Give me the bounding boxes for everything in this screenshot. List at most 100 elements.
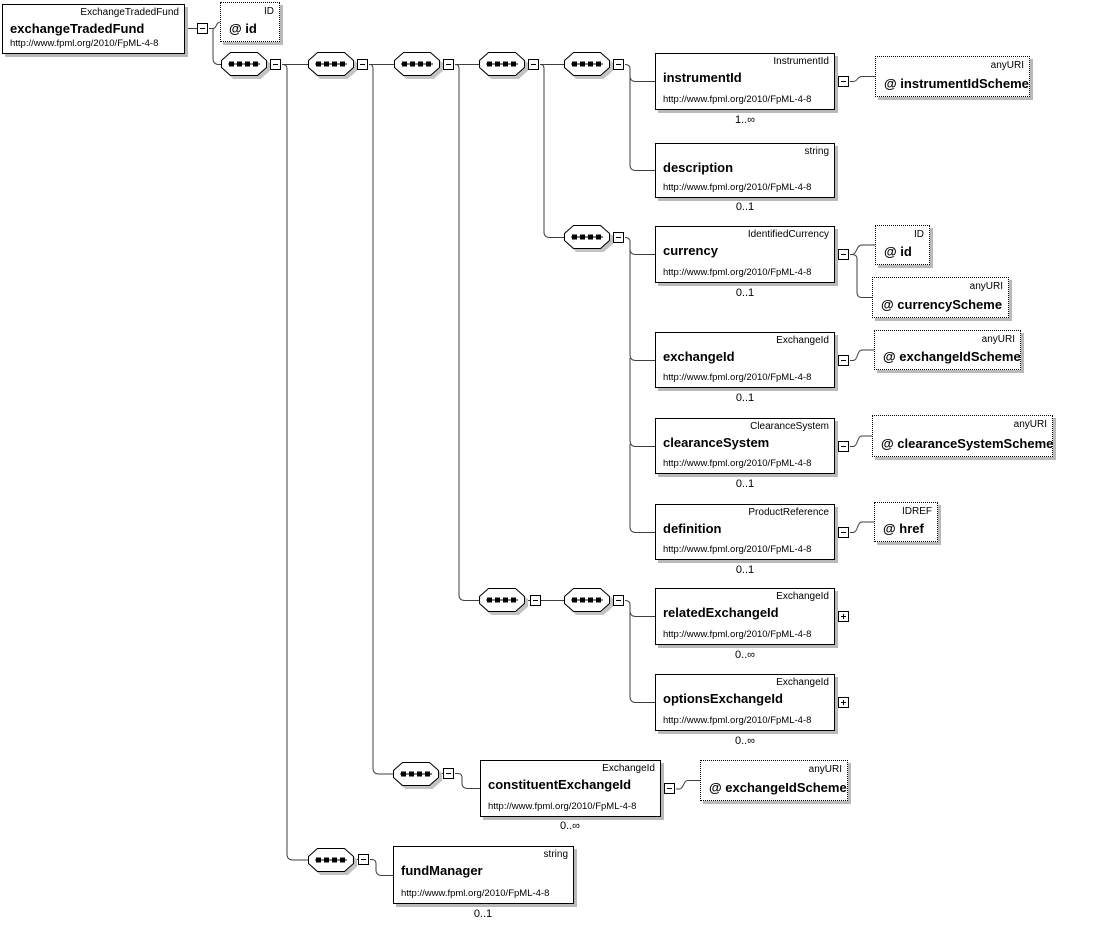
collapse-toggle-constituent[interactable] (443, 768, 454, 779)
attribute-box-currencyScheme[interactable]: anyURI @ currencyScheme (872, 277, 1009, 318)
minus-icon (446, 773, 451, 774)
attribute-type-label: IDREF (902, 506, 932, 517)
attribute-name: @ href (883, 521, 924, 536)
element-box-relatedExchangeId[interactable]: ExchangeId relatedExchangeId http://www.… (655, 588, 835, 645)
minus-icon (531, 64, 536, 65)
cardinality-label: 0..1 (735, 201, 755, 213)
element-name: instrumentId (663, 70, 742, 85)
collapse-toggle-fundManager[interactable] (358, 854, 369, 865)
attribute-box-exchangeIdScheme[interactable]: anyURI @ exchangeIdScheme (874, 330, 1021, 370)
element-namespace: http://www.fpml.org/2010/FpML-4-8 (401, 888, 550, 899)
collapse-toggle-related-a[interactable] (530, 595, 541, 606)
attribute-box-constituent-exchangeIdScheme[interactable]: anyURI @ exchangeIdScheme (700, 760, 848, 801)
cardinality-label: 0..1 (735, 392, 755, 404)
attribute-type-label: anyURI (808, 764, 842, 775)
sequence-icon (479, 588, 525, 612)
collapse-toggle-related-b[interactable] (613, 595, 624, 606)
collapse-toggle-seq-currency[interactable] (613, 232, 624, 243)
attribute-box-clearanceSystemScheme[interactable]: anyURI @ clearanceSystemScheme (872, 415, 1053, 457)
attribute-type-label: anyURI (990, 60, 1024, 71)
minus-icon (446, 64, 451, 65)
element-type-label: ExchangeTradedFund (80, 7, 179, 18)
element-box-exchangeId[interactable]: ExchangeId exchangeId http://www.fpml.or… (655, 332, 835, 388)
sequence-icon (308, 52, 354, 76)
sequence-compositor-2[interactable] (308, 52, 354, 76)
element-namespace: http://www.fpml.org/2010/FpML-4-8 (663, 715, 812, 726)
element-box-fundManager[interactable]: string fundManager http://www.fpml.org/2… (393, 846, 574, 904)
attribute-name: @ id (229, 21, 257, 36)
element-name: definition (663, 521, 722, 536)
sequence-icon (394, 52, 440, 76)
collapse-toggle-instrumentId-attrs[interactable] (838, 76, 849, 87)
minus-icon (533, 600, 538, 601)
collapse-toggle-definition-attrs[interactable] (838, 527, 849, 538)
attribute-name: @ clearanceSystemScheme (881, 436, 1054, 451)
element-type-label: string (804, 146, 829, 157)
element-box-definition[interactable]: ProductReference definition http://www.f… (655, 504, 835, 560)
sequence-compositor-4[interactable] (479, 52, 525, 76)
element-box-optionsExchangeId[interactable]: ExchangeId optionsExchangeId http://www.… (655, 674, 835, 731)
sequence-icon (221, 52, 267, 76)
collapse-toggle-root[interactable] (197, 23, 208, 34)
cardinality-label: 0..1 (735, 478, 755, 490)
collapse-toggle-seq1[interactable] (270, 59, 281, 70)
collapse-toggle-constituent-attrs[interactable] (664, 783, 675, 794)
attribute-type-label: ID (264, 6, 274, 17)
element-namespace: http://www.fpml.org/2010/FpML-4-8 (663, 544, 812, 555)
plus-icon-vertical (843, 700, 844, 705)
collapse-toggle-seq5[interactable] (613, 59, 624, 70)
sequence-compositor-currency[interactable] (564, 225, 610, 249)
cardinality-label: 0..1 (735, 564, 755, 576)
collapse-toggle-seq3[interactable] (443, 59, 454, 70)
attribute-name: @ exchangeIdScheme (883, 349, 1021, 364)
expand-toggle-optionsExchangeId[interactable] (838, 697, 849, 708)
element-namespace: http://www.fpml.org/2010/FpML-4-8 (663, 458, 812, 469)
collapse-toggle-seq2[interactable] (357, 59, 368, 70)
element-box-constituentExchangeId[interactable]: ExchangeId constituentExchangeId http://… (480, 760, 661, 817)
collapse-toggle-clearanceSystem-attrs[interactable] (838, 441, 849, 452)
element-type-label: ClearanceSystem (750, 421, 829, 432)
sequence-compositor-constituent[interactable] (393, 762, 439, 786)
element-type-label: ExchangeId (602, 763, 655, 774)
sequence-icon (479, 52, 525, 76)
collapse-toggle-seq4[interactable] (528, 59, 539, 70)
element-type-label: string (543, 849, 568, 860)
sequence-compositor-5[interactable] (564, 52, 610, 76)
attribute-name: @ currencyScheme (881, 297, 1003, 312)
element-box-description[interactable]: string description http://www.fpml.org/2… (655, 143, 835, 198)
expand-toggle-relatedExchangeId[interactable] (838, 611, 849, 622)
element-namespace: http://www.fpml.org/2010/FpML-4-8 (10, 38, 159, 49)
attribute-name: @ exchangeIdScheme (709, 780, 847, 795)
minus-icon (841, 446, 846, 447)
attribute-box-id[interactable]: ID @ id (220, 2, 280, 42)
minus-icon (616, 237, 621, 238)
sequence-compositor-3[interactable] (394, 52, 440, 76)
element-name: constituentExchangeId (488, 777, 632, 792)
element-box-exchangeTradedFund[interactable]: ExchangeTradedFund exchangeTradedFund ht… (2, 4, 185, 54)
element-name: currency (663, 243, 718, 258)
attribute-name: @ instrumentIdScheme (884, 76, 1029, 91)
attribute-box-currency-id[interactable]: ID @ id (875, 225, 930, 265)
minus-icon (361, 859, 366, 860)
minus-icon (667, 788, 672, 789)
attribute-type-label: ID (914, 229, 924, 240)
element-box-clearanceSystem[interactable]: ClearanceSystem clearanceSystem http://w… (655, 418, 835, 474)
cardinality-label: 1..∞ (734, 114, 756, 126)
cardinality-label: 0..∞ (734, 649, 756, 661)
sequence-compositor-related-b[interactable] (564, 588, 610, 612)
sequence-compositor-fundManager[interactable] (308, 848, 354, 872)
cardinality-label: 0..∞ (559, 820, 581, 832)
element-type-label: ExchangeId (776, 677, 829, 688)
element-namespace: http://www.fpml.org/2010/FpML-4-8 (663, 629, 812, 640)
cardinality-label: 0..1 (735, 287, 755, 299)
attribute-box-instrumentIdScheme[interactable]: anyURI @ instrumentIdScheme (875, 56, 1030, 97)
sequence-compositor-1[interactable] (221, 52, 267, 76)
attribute-box-href[interactable]: IDREF @ href (874, 502, 938, 542)
element-box-instrumentId[interactable]: InstrumentId instrumentId http://www.fpm… (655, 53, 835, 110)
sequence-compositor-related-a[interactable] (479, 588, 525, 612)
collapse-toggle-exchangeId-attrs[interactable] (838, 355, 849, 366)
element-box-currency[interactable]: IdentifiedCurrency currency http://www.f… (655, 226, 835, 283)
minus-icon (841, 254, 846, 255)
element-name: exchangeId (663, 349, 735, 364)
collapse-toggle-currency-attrs[interactable] (838, 249, 849, 260)
